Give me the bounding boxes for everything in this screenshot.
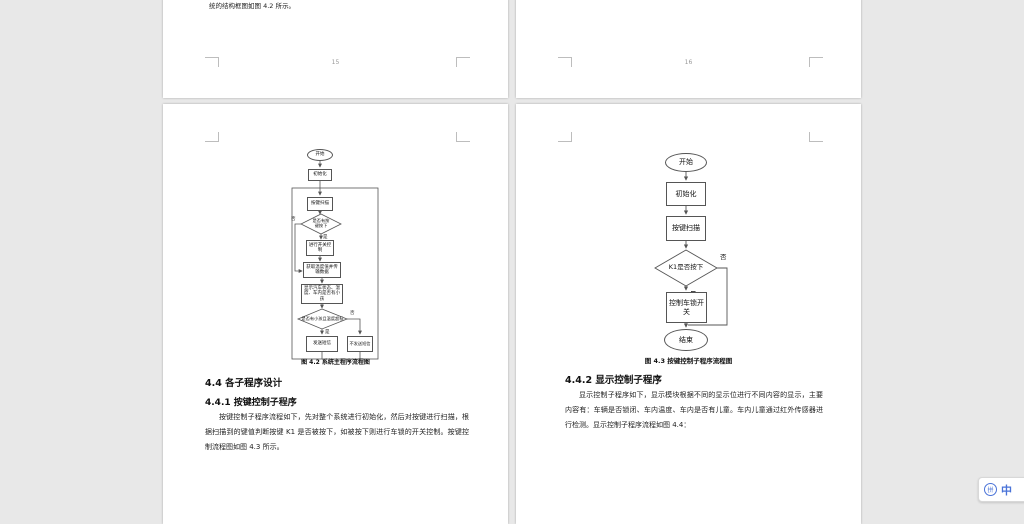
margin-mark-bottom-left (205, 57, 219, 67)
margin-mark-bottom-right (809, 57, 823, 67)
flow-decision-alarm-text: 是否有小孩且温度超标 (301, 315, 344, 321)
page-16-bottom[interactable]: 16 (516, 0, 861, 98)
page-number: 16 (684, 59, 693, 66)
flow-get-temp-process: 获取温度值并传输数据 (303, 262, 341, 278)
flow-keyscan-process: 按键扫描 (307, 197, 333, 211)
flow-end-terminal: 结束 (664, 329, 708, 351)
margin-mark-top-left (205, 132, 219, 142)
ime-toolbar[interactable]: 拼 中 (978, 477, 1024, 502)
flow-control-lock-process: 控制车锁开关 (666, 292, 707, 323)
flow-decision-key-text: 是否有按键按下 (312, 218, 330, 228)
decision-alarm-no-label: 否 (350, 311, 355, 316)
flow-display-process: 显示汽车状态、温度、车内是否有小孩 (301, 284, 343, 304)
decision-key-no-label: 否 (291, 217, 296, 222)
section-heading-4-4: 4.4 各子程序设计 (205, 378, 283, 389)
margin-mark-top-left (558, 132, 572, 142)
decision-k1-no-label: 否 (720, 253, 727, 261)
flow-send-sms-process: 发送短信 (306, 336, 338, 352)
main-loop-path (291, 187, 379, 360)
flow-init-process: 初始化 (308, 169, 332, 181)
decision-alarm-yes-label: 是 (325, 330, 330, 335)
ime-pinyin-icon-label: 拼 (987, 487, 994, 494)
flow-keyscan-process: 按键扫描 (666, 216, 706, 241)
decision-k1-diamond (654, 249, 718, 287)
decision-key-yes-label: 是 (323, 235, 328, 240)
decision-alarm-diamond (296, 308, 349, 330)
margin-mark-top-right (809, 132, 823, 142)
figure-4-2-caption: 图 4.2 系统主程序流程图 (301, 359, 370, 366)
ime-pinyin-icon[interactable]: 拼 (984, 483, 997, 496)
main-flowchart-connectors (291, 161, 379, 360)
flow-start-terminal: 开始 (665, 153, 707, 172)
document-viewer-canvas: { "colors": { "canvas_background": "#e8e… (163, 0, 1024, 524)
flow-init-process: 初始化 (666, 182, 706, 206)
page-15-bottom[interactable]: 统的结构框图如图 4.2 所示。 15 (163, 0, 508, 98)
ime-language-toggle[interactable]: 中 (1001, 483, 1012, 497)
margin-mark-bottom-right (456, 57, 470, 67)
page15-tail-text: 统的结构框图如图 4.2 所示。 (209, 2, 295, 10)
key-flowchart-connectors (654, 172, 728, 328)
flow-decision-k1-text: K1是否按下 (668, 263, 704, 272)
flow-switch-control-process: 进行开关控制 (306, 240, 334, 256)
flow-no-send-sms-process: 不发送短信 (347, 336, 373, 352)
decision-key-diamond (300, 213, 342, 235)
page-18[interactable]: 开始 初始化 按键扫描 K1是否按下 否 是 控制车锁开关 结束 图 4.3 按… (516, 104, 861, 524)
margin-mark-bottom-left (558, 57, 572, 67)
section-heading-4-4-1: 4.4.1 按键控制子程序 (205, 398, 297, 408)
flow-start-terminal: 开始 (307, 149, 333, 161)
section-4-4-2-paragraph: 显示控制子程序如下，显示模块根据不同的显示位进行不同内容的显示，主要内容有：车辆… (565, 391, 823, 429)
section-heading-4-4-2: 4.4.2 显示控制子程序 (565, 375, 662, 386)
figure-4-3-caption: 图 4.3 按键控制子程序流程图 (644, 357, 733, 365)
page-17[interactable]: 开始 初始化 按键扫描 是否有按键按下 否 是 进行开关控制 获取温度值并传输数… (163, 104, 508, 524)
margin-mark-top-right (456, 132, 470, 142)
page-number: 15 (331, 59, 340, 66)
section-4-4-1-paragraph: 按键控制子程序流程如下，先对整个系统进行初始化，然后对按键进行扫描，根据扫描到的… (205, 413, 469, 451)
